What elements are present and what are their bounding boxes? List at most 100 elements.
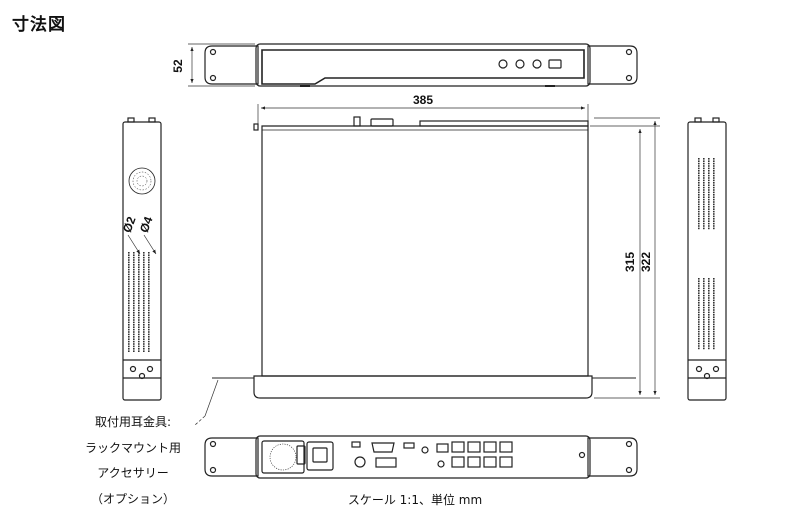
vent-hole <box>703 299 705 302</box>
vent-hole <box>698 170 700 172</box>
scale-note: スケール 1:1、単位 mm <box>347 493 483 507</box>
vent-hole <box>703 189 705 191</box>
left-vent-grille <box>128 252 150 352</box>
vent-hole <box>143 338 145 340</box>
vent-hole <box>708 333 710 335</box>
vent-hole <box>713 330 715 333</box>
vent-hole <box>133 307 135 309</box>
vent-hole <box>698 206 700 208</box>
vent-hole <box>708 311 710 314</box>
vent-hole <box>713 302 715 304</box>
vent-hole <box>713 184 715 186</box>
vent-hole <box>708 182 710 184</box>
vent-hole <box>698 189 700 191</box>
vent-hole <box>138 333 140 336</box>
vent-hole <box>143 276 145 278</box>
vent-hole <box>128 266 130 268</box>
vent-hole <box>143 252 145 254</box>
vent-hole <box>713 335 715 338</box>
vent-hole <box>133 338 135 340</box>
vent-hole <box>708 340 710 342</box>
vent-hole <box>713 292 715 294</box>
vent-hole <box>703 206 705 208</box>
front-usb-port <box>548 59 562 69</box>
vent-hole <box>708 316 710 318</box>
vent-hole <box>698 158 700 160</box>
vent-hole <box>708 201 710 203</box>
vent-hole <box>138 331 140 333</box>
vent-hole <box>703 302 705 304</box>
vent-hole <box>698 345 700 347</box>
vent-hole <box>128 256 130 259</box>
rear-fan <box>261 440 305 474</box>
vent-hole <box>133 350 135 352</box>
vent-hole <box>128 300 130 302</box>
vent-hole <box>698 290 700 292</box>
front-button-2 <box>515 59 525 69</box>
vent-hole <box>133 266 135 268</box>
vent-hole <box>133 319 135 321</box>
front-right-ear-hole-lower <box>625 74 633 82</box>
vent-hole <box>708 170 710 172</box>
vent-hole <box>708 189 710 191</box>
vent-hole <box>138 324 140 326</box>
vent-hole <box>708 304 710 306</box>
vent-hole <box>703 160 705 162</box>
vent-hole <box>698 278 700 280</box>
rear-audio-port <box>354 456 366 468</box>
vent-hole <box>703 191 705 194</box>
vent-hole <box>698 186 700 189</box>
vent-hole <box>698 174 700 177</box>
vent-hole <box>143 343 145 345</box>
rear-poe-ports <box>451 441 513 468</box>
vent-hole <box>133 292 135 295</box>
vent-hole <box>133 264 135 266</box>
rear-serial-port <box>375 457 397 468</box>
vent-hole <box>138 300 140 302</box>
vent-hole <box>128 331 130 333</box>
vent-hole <box>133 295 135 297</box>
vent-hole <box>143 340 145 343</box>
vent-hole <box>703 347 705 350</box>
vent-hole <box>708 208 710 210</box>
vent-hole <box>128 271 130 273</box>
vent-hole <box>698 340 700 342</box>
vent-hole <box>713 304 715 306</box>
vent-hole <box>703 290 705 292</box>
vent-hole <box>143 350 145 352</box>
vent-hole <box>698 203 700 206</box>
vent-hole <box>713 282 715 285</box>
vent-hole <box>143 290 145 292</box>
vent-hole <box>698 330 700 333</box>
vent-hole <box>143 331 145 333</box>
vent-hole <box>713 316 715 318</box>
vent-hole <box>138 266 140 268</box>
vent-hole <box>133 316 135 319</box>
vent-hole <box>138 285 140 288</box>
vent-hole <box>703 201 705 203</box>
vent-hole <box>138 297 140 300</box>
vent-hole <box>708 158 710 160</box>
vent-hole <box>138 273 140 276</box>
vent-hole <box>143 302 145 304</box>
vent-hole <box>128 321 130 324</box>
vent-hole <box>133 321 135 324</box>
vent-hole <box>703 340 705 342</box>
vent-hole <box>128 285 130 288</box>
vent-hole <box>713 342 715 345</box>
vent-hole <box>698 314 700 316</box>
vent-hole <box>708 210 710 213</box>
vent-hole <box>128 302 130 304</box>
vent-hole <box>713 160 715 162</box>
vent-hole <box>128 276 130 278</box>
vent-hole <box>698 222 700 225</box>
vent-hole <box>708 191 710 194</box>
vent-hole <box>698 302 700 304</box>
vent-hole <box>128 304 130 307</box>
left-ear-hole-2 <box>146 365 154 373</box>
vent-hole <box>148 350 150 352</box>
vent-hole <box>713 201 715 203</box>
vent-hole <box>713 306 715 309</box>
vent-hole <box>703 220 705 222</box>
dimension-label-322: 322 <box>639 252 653 272</box>
